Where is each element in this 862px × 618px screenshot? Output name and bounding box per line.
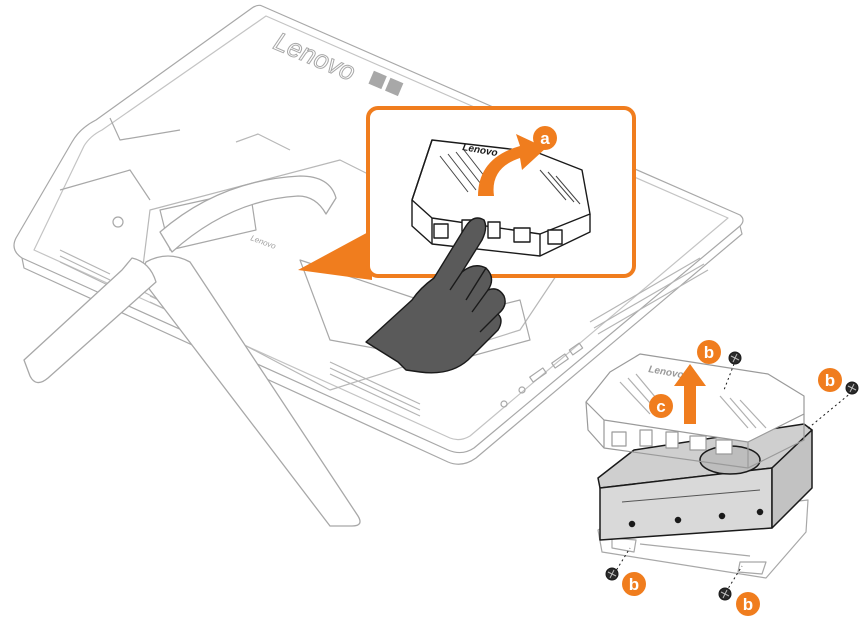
screw-bottom-left bbox=[605, 567, 619, 581]
step-b-label: b bbox=[704, 343, 714, 362]
panel-brand-logo: Lenovo bbox=[249, 233, 277, 251]
stand-front-leg bbox=[143, 255, 361, 527]
step-a-label: a bbox=[540, 129, 550, 148]
up-arrow-icon bbox=[674, 364, 706, 424]
step-b-badge-right: b bbox=[818, 368, 842, 392]
step-b-badge-bottom-left: b bbox=[622, 572, 646, 596]
screw-bottom-right bbox=[718, 587, 732, 601]
monitor-bottom-edge bbox=[21, 225, 743, 465]
step-b-badge-bottom-right: b bbox=[736, 592, 760, 616]
inset-pointer bbox=[298, 230, 372, 280]
step-b-badge-top: b bbox=[697, 340, 721, 364]
step-c-badge: c bbox=[649, 394, 673, 418]
step-b-label: b bbox=[743, 595, 753, 614]
step-b-label: b bbox=[825, 371, 835, 390]
curved-arrow-icon bbox=[478, 134, 546, 196]
stand-upper-arm bbox=[159, 175, 337, 253]
monitor-stand bbox=[23, 175, 361, 527]
monitor-back-shell bbox=[13, 4, 744, 454]
screw-right bbox=[845, 381, 859, 395]
logo-accent-bars bbox=[368, 70, 404, 97]
vent-grille-right bbox=[589, 257, 709, 335]
step-a-badge: a bbox=[533, 126, 557, 150]
step-c-label: c bbox=[656, 397, 665, 416]
step-b-label: b bbox=[629, 575, 639, 594]
screw-top bbox=[728, 351, 742, 365]
cage-tabs bbox=[611, 429, 733, 455]
monitor-brand-logo: Lenovo bbox=[270, 26, 360, 87]
stand-rear-leg bbox=[23, 257, 157, 384]
inset-cage-tabs bbox=[433, 219, 563, 245]
rear-io-ports bbox=[500, 342, 584, 408]
hand-icon bbox=[365, 217, 506, 374]
hard-disk-drive bbox=[597, 423, 813, 541]
